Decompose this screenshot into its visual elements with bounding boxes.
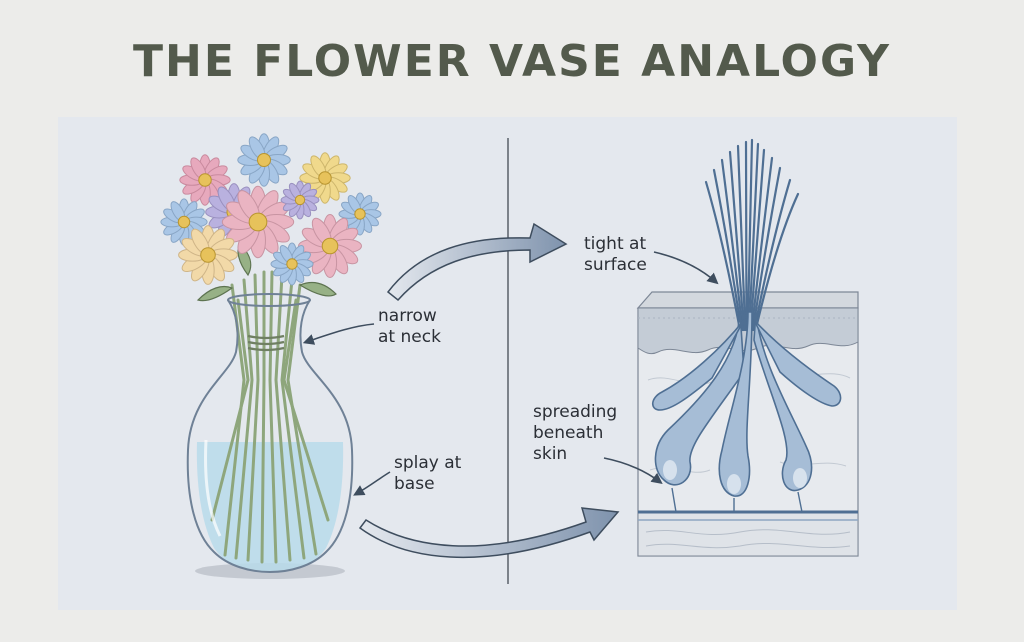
neck-pointer-arrow bbox=[302, 323, 375, 345]
hair-fiber bbox=[746, 138, 754, 332]
flower bbox=[178, 225, 238, 285]
flower bbox=[298, 214, 362, 278]
label-tight-at-surface: tight at surface bbox=[584, 234, 647, 275]
hair-fiber bbox=[753, 178, 792, 332]
base-pointer-arrow bbox=[353, 471, 391, 496]
hair-fiber bbox=[750, 156, 774, 332]
hair-fiber bbox=[728, 150, 745, 332]
hair-fiber bbox=[736, 144, 747, 332]
flower-bouquet bbox=[160, 133, 382, 286]
flower bbox=[338, 192, 382, 236]
vase bbox=[186, 270, 354, 579]
hair-roots bbox=[651, 311, 842, 497]
flower bbox=[237, 133, 291, 187]
flower bbox=[221, 185, 295, 259]
hair-fiber bbox=[712, 168, 743, 332]
flower bbox=[280, 180, 320, 220]
label-spreading-beneath-skin: spreading beneath skin bbox=[533, 402, 618, 464]
hair-fiber bbox=[748, 142, 760, 332]
top-curved-arrow bbox=[386, 222, 568, 302]
skin-pointer-arrow bbox=[603, 457, 663, 485]
flower bbox=[270, 242, 314, 286]
hair-fiber bbox=[749, 148, 766, 332]
hair-fiber bbox=[754, 192, 800, 332]
flower bbox=[179, 154, 231, 206]
surface-pointer-arrow bbox=[653, 251, 719, 285]
flower bbox=[160, 198, 208, 246]
hair-fibers bbox=[704, 138, 800, 332]
hair-fiber bbox=[751, 166, 782, 332]
bottom-curved-arrow bbox=[358, 507, 620, 559]
hair-fiber bbox=[704, 180, 742, 332]
flower bbox=[299, 152, 351, 204]
page-title: THE FLOWER VASE ANALOGY bbox=[133, 36, 891, 87]
leaves bbox=[196, 243, 337, 302]
label-narrow-at-neck: narrow at neck bbox=[378, 306, 441, 347]
hair-fiber bbox=[744, 140, 748, 332]
label-splay-at-base: splay at base bbox=[394, 453, 462, 494]
hair-fiber bbox=[720, 158, 744, 332]
